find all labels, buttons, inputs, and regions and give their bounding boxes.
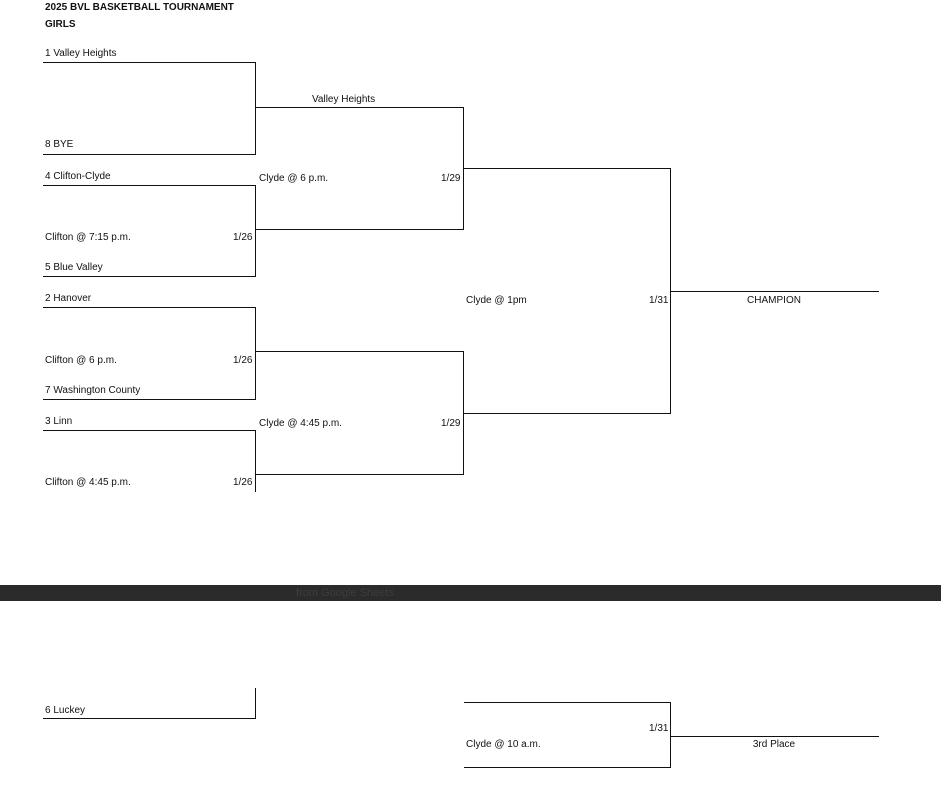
bracket-connector-1v8 xyxy=(255,62,256,154)
third-place-line xyxy=(671,736,879,737)
bracket-connector-2v7 xyxy=(255,307,256,399)
bracket-line-sf1-top xyxy=(256,107,464,108)
sf-game2-date: 1/29 xyxy=(441,418,461,429)
bracket-connector-sf2 xyxy=(463,351,464,474)
champion-line xyxy=(671,291,879,292)
bracket-line-seed-8 xyxy=(43,154,256,155)
third-place-date: 1/31 xyxy=(649,723,669,734)
bracket-line-final-top xyxy=(464,168,671,169)
r1-game3-location: Clifton @ 4:45 p.m. xyxy=(45,477,131,488)
bracket-line-final-bottom xyxy=(464,413,671,414)
sf-game2-location: Clyde @ 4:45 p.m. xyxy=(259,418,342,429)
champion-label: CHAMPION xyxy=(747,295,801,306)
bracket-line-sf2-top xyxy=(256,351,464,352)
bracket-line-seed-3 xyxy=(43,430,256,431)
seed-8-label: 8 BYE xyxy=(45,139,74,150)
bracket-line-seed-1 xyxy=(43,62,256,63)
r1-game2-location: Clifton @ 6 p.m. xyxy=(45,355,117,366)
tournament-title: 2025 BVL BASKETBALL TOURNAMENT xyxy=(45,2,234,13)
bracket-connector-final xyxy=(670,168,671,413)
sf-game1-date: 1/29 xyxy=(441,173,461,184)
bracket-connector-4v5 xyxy=(255,185,256,276)
seed-3-label: 3 Linn xyxy=(45,416,73,427)
bracket-line-seed-6 xyxy=(43,718,256,719)
sheets-source-label: from Google Sheets xyxy=(296,587,394,599)
sf-game1-location: Clyde @ 6 p.m. xyxy=(259,173,329,184)
bracket-connector-third xyxy=(670,702,671,767)
bracket-line-sf2-bottom xyxy=(256,474,464,475)
final-date: 1/31 xyxy=(649,295,669,306)
bracket-line-third-bottom xyxy=(464,767,671,768)
bracket-connector-3v6-bottom xyxy=(255,688,256,719)
bracket-line-seed-2 xyxy=(43,307,256,308)
bracket-line-seed-4 xyxy=(43,185,256,186)
seed-7-label: 7 Washington County xyxy=(45,385,141,396)
seed-1-label: 1 Valley Heights xyxy=(45,48,117,59)
sheets-embed-band: from Google Sheets xyxy=(0,585,941,601)
semifinal-top-winner: Valley Heights xyxy=(312,94,376,105)
seed-6-label: 6 Luckey xyxy=(45,705,86,716)
third-place-location: Clyde @ 10 a.m. xyxy=(466,739,541,750)
bracket-connector-3v6-top xyxy=(255,430,256,492)
final-location: Clyde @ 1pm xyxy=(466,295,527,306)
division-label: GIRLS xyxy=(45,19,76,30)
seed-2-label: 2 Hanover xyxy=(45,293,92,304)
third-place-label: 3rd Place xyxy=(752,739,796,750)
r1-game2-date: 1/26 xyxy=(233,355,253,366)
bracket-line-seed-5 xyxy=(43,276,256,277)
bracket-line-seed-7 xyxy=(43,399,256,400)
seed-5-label: 5 Blue Valley xyxy=(45,262,103,273)
bracket-line-sf1-bottom xyxy=(256,229,464,230)
seed-4-label: 4 Clifton-Clyde xyxy=(45,171,111,182)
r1-game1-location: Clifton @ 7:15 p.m. xyxy=(45,232,131,243)
r1-game3-date: 1/26 xyxy=(233,477,253,488)
bracket-line-third-top xyxy=(464,702,671,703)
r1-game1-date: 1/26 xyxy=(233,232,253,243)
bracket-connector-sf1 xyxy=(463,107,464,229)
